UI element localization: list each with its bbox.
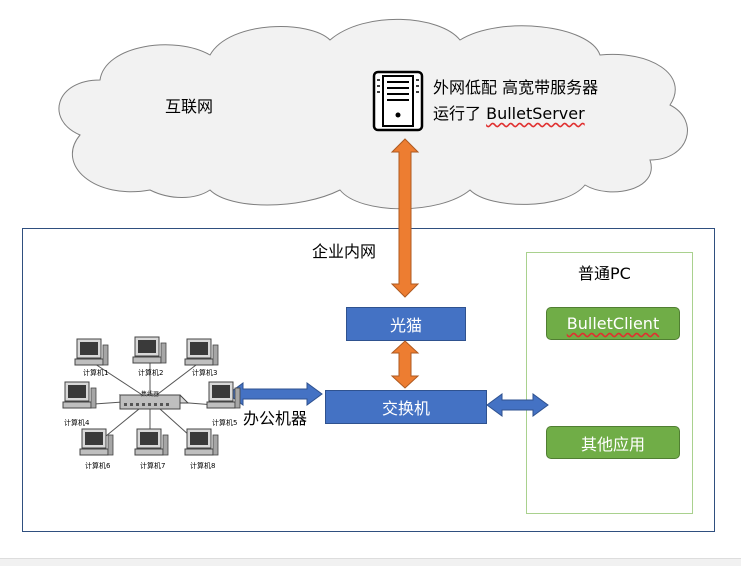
computer-label: 计算机7 — [140, 462, 166, 470]
computer-icon — [74, 338, 109, 366]
server-icon — [372, 70, 424, 132]
computer-label: 计算机4 — [64, 419, 90, 427]
computer-label: 计算机8 — [190, 462, 216, 470]
other-apps-box: 其他应用 — [546, 426, 680, 459]
hub-label: 集线器 — [141, 391, 160, 398]
pc-container — [526, 252, 693, 514]
computer-label: 计算机5 — [212, 419, 238, 427]
bullet-client-box: BulletClient — [546, 307, 680, 340]
other-apps-label: 其他应用 — [580, 434, 645, 454]
computer-icon — [62, 381, 97, 409]
server-description-line1: 外网低配 高宽带服务器 — [433, 78, 599, 97]
lan-label: 企业内网 — [312, 242, 377, 261]
modem-box: 光猫 — [346, 307, 466, 341]
modem-label: 光猫 — [389, 316, 422, 335]
server-description-line2: 运行了 BulletServer — [433, 100, 585, 124]
computer-icon — [184, 428, 219, 456]
server-app-name: BulletServer — [486, 104, 585, 123]
bottom-bar — [0, 558, 741, 566]
computer-icon — [134, 428, 169, 456]
bullet-client-label: BulletClient — [566, 314, 660, 333]
computer-icon — [132, 336, 167, 364]
computer-icon — [79, 428, 114, 456]
computer-label: 计算机1 — [83, 369, 109, 377]
computer-label: 计算机2 — [138, 369, 164, 377]
internet-label: 互联网 — [165, 97, 214, 116]
lan-container — [22, 228, 715, 532]
office-machines-label: 办公机器 — [243, 409, 308, 428]
hub-icon — [118, 394, 190, 410]
computer-icon — [206, 381, 241, 409]
computer-label: 计算机3 — [192, 369, 218, 377]
computer-icon — [184, 338, 219, 366]
computer-label: 计算机6 — [85, 462, 111, 470]
switch-box: 交换机 — [325, 390, 487, 424]
pc-label: 普通PC — [578, 264, 631, 283]
switch-label: 交换机 — [381, 399, 430, 418]
server-run-prefix: 运行了 — [433, 104, 487, 123]
